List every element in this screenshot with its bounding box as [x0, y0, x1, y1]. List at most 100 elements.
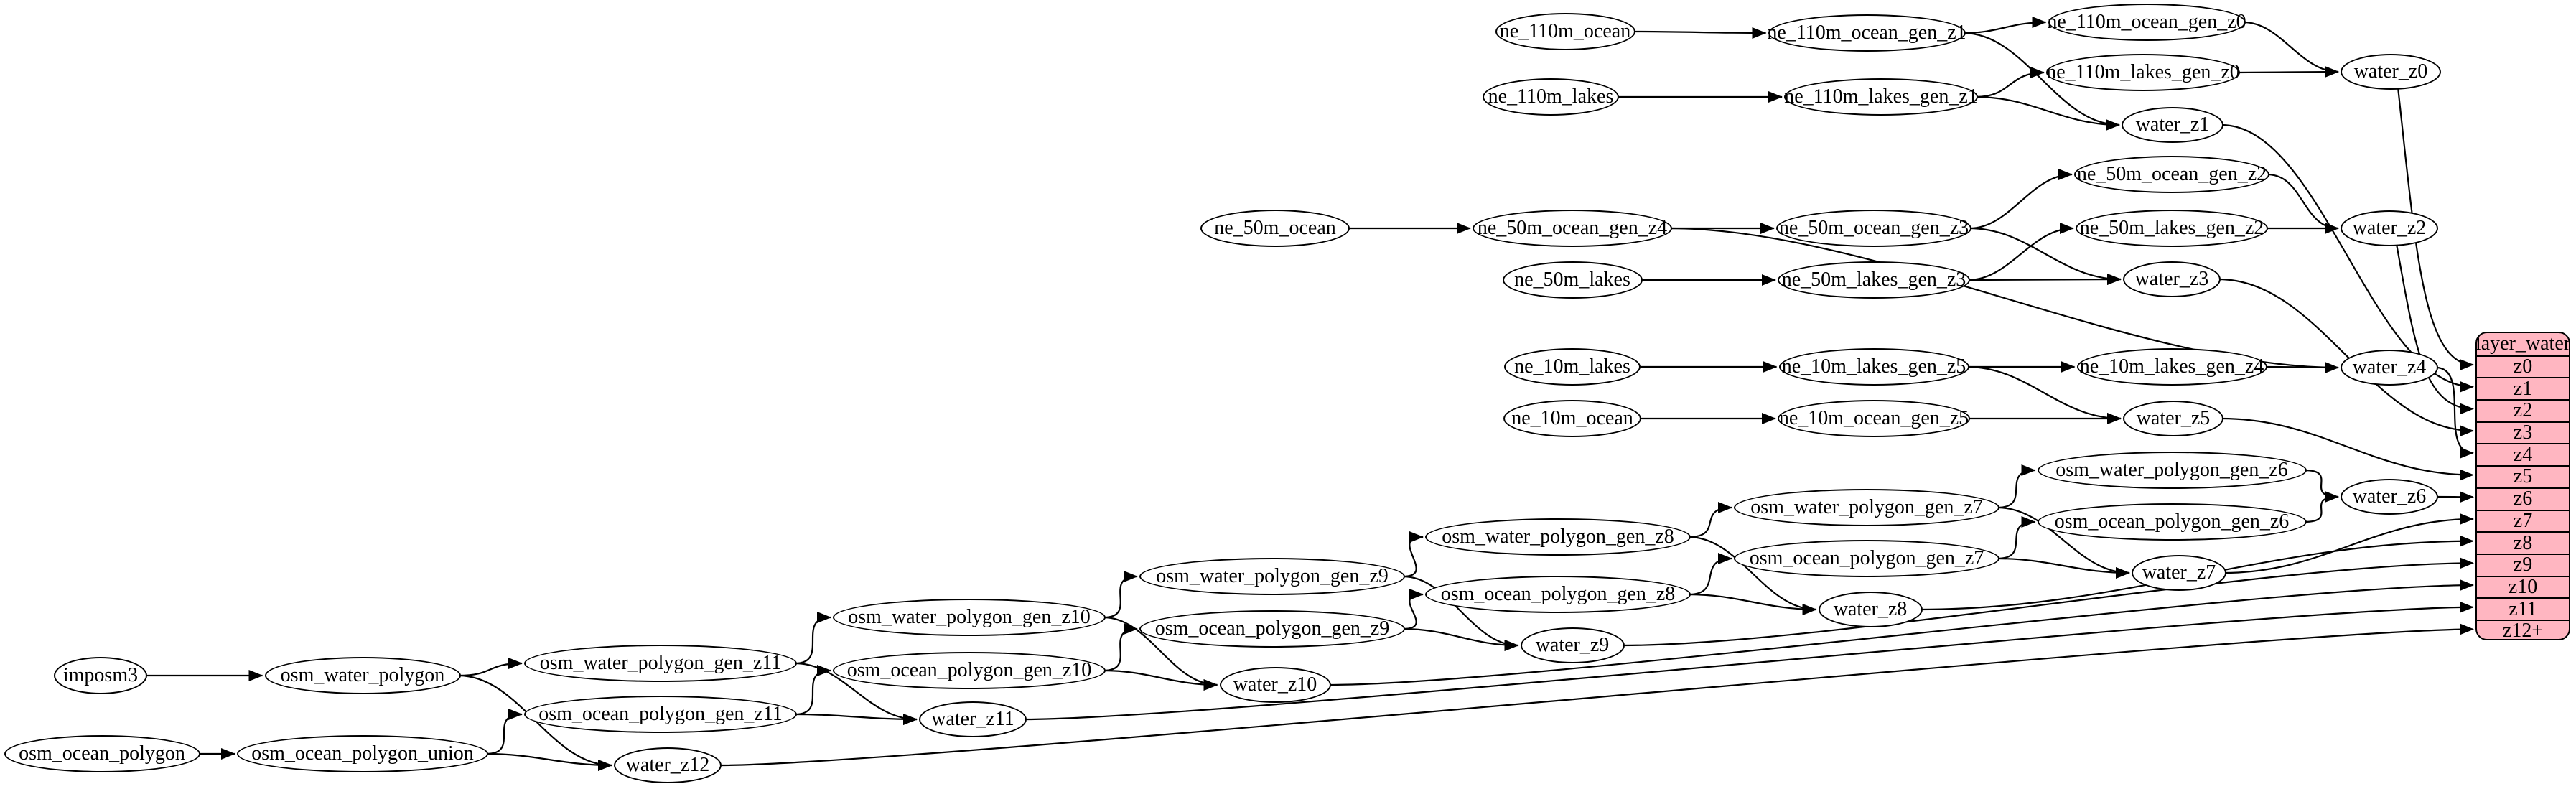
node-label-ne_50m_ocean_gen_z3: ne_50m_ocean_gen_z3 — [1778, 217, 1969, 239]
edge-osm_ocean_polygon_gen_z9-to-water_z9 — [1402, 627, 1519, 651]
edge-osm_water_polygon_gen_z9-to-water_z9 — [1402, 575, 1519, 651]
node-label-ne_110m_lakes_gen_z1: ne_110m_lakes_gen_z1 — [1784, 85, 1978, 108]
edge-water_z0-to-row-z0 — [2397, 87, 2474, 371]
edge-osm_ocean_polygon_union-to-water_z12 — [485, 752, 612, 771]
edge-osm_ocean_polygon_gen_z8-to-osm_ocean_polygon_gen_z7 — [1688, 553, 1732, 596]
node-label-osm_water_polygon_gen_z6: osm_water_polygon_gen_z6 — [2055, 459, 2288, 481]
node-label-osm_ocean_polygon_gen_z9: osm_ocean_polygon_gen_z9 — [1154, 617, 1390, 640]
edge-osm_water_polygon_gen_z9-to-osm_water_polygon_gen_z8 — [1402, 531, 1424, 578]
node-osm_water_polygon_gen_z9: osm_water_polygon_gen_z9 — [1139, 558, 1405, 595]
node-osm_ocean_polygon_gen_z10: osm_ocean_polygon_gen_z10 — [833, 652, 1106, 689]
table-row-z12+: z12+ — [2477, 619, 2569, 639]
node-label-ne_10m_ocean_gen_z5: ne_10m_ocean_gen_z5 — [1778, 407, 1969, 429]
node-imposm3: imposm3 — [54, 657, 147, 694]
node-label-osm_water_polygon_gen_z10: osm_water_polygon_gen_z10 — [848, 606, 1091, 628]
node-osm_water_polygon_gen_z8: osm_water_polygon_gen_z8 — [1425, 518, 1691, 556]
edge-ne_110m_ocean-to-ne_110m_ocean_gen_z1 — [1633, 27, 1767, 39]
table-row-z1: z1 — [2477, 377, 2569, 400]
node-label-water_z4: water_z4 — [2352, 356, 2427, 378]
node-ne_10m_lakes_gen_z5: ne_10m_lakes_gen_z5 — [1778, 348, 1969, 386]
node-label-osm_ocean_polygon_gen_z11: osm_ocean_polygon_gen_z11 — [538, 703, 783, 725]
table-row-z6: z6 — [2477, 487, 2569, 510]
node-label-ne_110m_ocean_gen_z0: ne_110m_ocean_gen_z0 — [2047, 11, 2246, 33]
node-label-osm_water_polygon_gen_z9: osm_water_polygon_gen_z9 — [1156, 565, 1389, 587]
node-label-osm_ocean_polygon_gen_z8: osm_ocean_polygon_gen_z8 — [1440, 583, 1676, 605]
table-row-z7: z7 — [2477, 509, 2569, 532]
edge-osm_ocean_polygon_gen_z7-to-water_z7 — [1997, 557, 2130, 579]
edge-ne_110m_lakes_gen_z0-to-water_z0 — [2237, 66, 2339, 78]
node-label-osm_water_polygon_gen_z11: osm_water_polygon_gen_z11 — [539, 652, 782, 674]
node-label-ne_50m_lakes_gen_z3: ne_50m_lakes_gen_z3 — [1781, 269, 1966, 291]
node-label-water_z1: water_z1 — [2135, 113, 2210, 136]
node-ne_50m_ocean_gen_z2: ne_50m_ocean_gen_z2 — [2074, 156, 2269, 193]
node-label-osm_ocean_polygon_union: osm_ocean_polygon_union — [251, 742, 474, 765]
node-label-water_z8: water_z8 — [1833, 598, 1908, 620]
node-label-ne_10m_ocean: ne_10m_ocean — [1511, 407, 1633, 429]
node-water_z8: water_z8 — [1818, 592, 1923, 627]
node-osm_ocean_polygon: osm_ocean_polygon — [4, 735, 200, 772]
edge-water_z11-to-row-z11 — [1024, 601, 2474, 721]
edge-osm_ocean_polygon_gen_z8-to-water_z8 — [1688, 593, 1817, 615]
node-label-water_z0: water_z0 — [2353, 60, 2428, 83]
edge-osm_water_polygon_gen_z11-to-osm_water_polygon_gen_z10 — [794, 612, 831, 665]
node-water_z3: water_z3 — [2123, 261, 2221, 297]
node-ne_50m_ocean: ne_50m_ocean — [1200, 210, 1350, 247]
node-ne_50m_lakes_gen_z2: ne_50m_lakes_gen_z2 — [2076, 210, 2268, 247]
node-water_z7: water_z7 — [2132, 555, 2226, 591]
node-water_z4: water_z4 — [2341, 350, 2438, 386]
table-header-layer-water: layer_water — [2475, 332, 2570, 355]
node-ne_10m_lakes: ne_10m_lakes — [1504, 348, 1641, 386]
table-row-z3: z3 — [2477, 421, 2569, 444]
edge-osm_water_polygon_gen_z8-to-osm_water_polygon_gen_z7 — [1688, 502, 1732, 538]
edge-water_z5-to-row-z5 — [2221, 417, 2474, 481]
edge-osm_water_polygon_gen_z10-to-osm_water_polygon_gen_z9 — [1103, 571, 1138, 619]
edge-ne_10m_lakes_gen_z5-to-water_z5 — [1966, 365, 2122, 424]
node-water_z11: water_z11 — [919, 701, 1027, 737]
node-label-water_z2: water_z2 — [2352, 217, 2427, 239]
node-label-osm_ocean_polygon: osm_ocean_polygon — [19, 742, 185, 765]
node-ne_50m_ocean_gen_z4: ne_50m_ocean_gen_z4 — [1473, 210, 1672, 247]
node-osm_ocean_polygon_gen_z8: osm_ocean_polygon_gen_z8 — [1425, 576, 1691, 613]
node-osm_water_polygon_gen_z6: osm_water_polygon_gen_z6 — [2037, 452, 2307, 489]
node-osm_water_polygon_gen_z7: osm_water_polygon_gen_z7 — [1734, 489, 1999, 526]
node-label-osm_ocean_polygon_gen_z6: osm_ocean_polygon_gen_z6 — [2054, 510, 2290, 533]
node-label-ne_10m_lakes_gen_z5: ne_10m_lakes_gen_z5 — [1781, 355, 1966, 378]
edge-osm_water_polygon_gen_z7-to-water_z7 — [1997, 506, 2130, 579]
node-water_z6: water_z6 — [2341, 479, 2438, 515]
node-osm_water_polygon_gen_z11: osm_water_polygon_gen_z11 — [524, 645, 797, 682]
node-label-ne_50m_ocean_gen_z2: ne_50m_ocean_gen_z2 — [2076, 163, 2267, 185]
table-row-z0: z0 — [2477, 355, 2569, 378]
node-label-water_z5: water_z5 — [2136, 407, 2211, 429]
node-label-osm_water_polygon: osm_water_polygon — [280, 664, 445, 686]
edge-water_z9-to-row-z9 — [1622, 557, 2474, 647]
node-label-ne_110m_lakes: ne_110m_lakes — [1488, 85, 1614, 108]
node-label-ne_110m_ocean_gen_z1: ne_110m_ocean_gen_z1 — [1767, 22, 1966, 44]
table-row-z5: z5 — [2477, 465, 2569, 487]
edge-group — [145, 17, 2474, 771]
node-osm_ocean_polygon_gen_z11: osm_ocean_polygon_gen_z11 — [524, 696, 797, 733]
edge-osm_ocean_polygon_gen_z11-to-water_z11 — [794, 713, 918, 725]
edge-ne_110m_ocean_gen_z1-to-water_z1 — [1963, 32, 2120, 131]
edge-ne_110m_ocean_gen_z1-to-ne_110m_ocean_gen_z0 — [1963, 17, 2047, 34]
node-water_z5: water_z5 — [2123, 401, 2223, 436]
edge-osm_water_polygon_gen_z10-to-water_z10 — [1103, 616, 1218, 691]
table-row-z8: z8 — [2477, 531, 2569, 554]
node-label-water_z7: water_z7 — [2142, 561, 2216, 584]
edge-ne_50m_ocean_gen_z3-to-ne_50m_ocean_gen_z2 — [1969, 169, 2073, 230]
node-ne_110m_ocean: ne_110m_ocean — [1495, 13, 1635, 50]
edge-water_z4-to-row-z4 — [2435, 366, 2474, 459]
node-label-ne_50m_ocean_gen_z4: ne_50m_ocean_gen_z4 — [1477, 217, 1668, 239]
node-label-ne_110m_ocean: ne_110m_ocean — [1499, 20, 1631, 42]
edge-osm_water_polygon_gen_z6-to-water_z6 — [2304, 469, 2339, 503]
edge-osm_ocean_polygon_gen_z7-to-osm_ocean_polygon_gen_z6 — [1997, 516, 2036, 560]
node-label-water_z10: water_z10 — [1233, 673, 1317, 696]
node-osm_ocean_polygon_gen_z9: osm_ocean_polygon_gen_z9 — [1139, 610, 1405, 648]
node-ne_110m_ocean_gen_z1: ne_110m_ocean_gen_z1 — [1767, 14, 1966, 52]
table-row-z2: z2 — [2477, 399, 2569, 421]
node-ne_50m_lakes: ne_50m_lakes — [1502, 261, 1643, 299]
table-row-z4: z4 — [2477, 443, 2569, 466]
edge-ne_50m_ocean_gen_z4-to-water_z4 — [1669, 227, 2339, 373]
edge-ne_110m_ocean_gen_z0-to-water_z0 — [2243, 21, 2339, 78]
edge-water_z3-to-row-z3 — [2218, 278, 2474, 437]
